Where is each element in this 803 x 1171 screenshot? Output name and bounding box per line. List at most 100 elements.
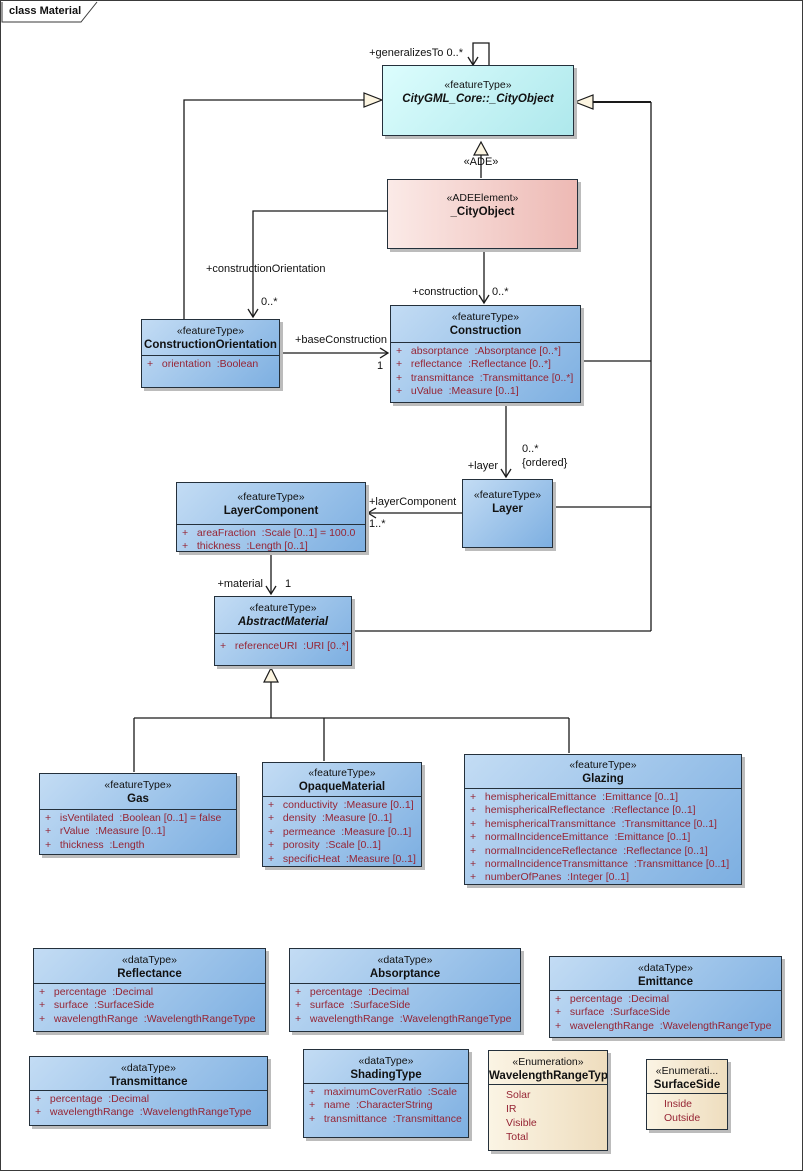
class-name: Absorptance xyxy=(369,968,441,980)
class-header: «dataType» ShadingType xyxy=(304,1050,468,1083)
edge-label-layer-component: +layerComponent xyxy=(369,496,457,508)
attribute-row: + percentage :Decimal xyxy=(295,986,410,998)
class-name: SurfaceSide xyxy=(653,1079,721,1091)
material-subclass-tree-line xyxy=(133,682,570,772)
edge-multiplicity-material: 1 xyxy=(285,578,292,590)
attribute-row: + specificHeat :Measure [0..1] xyxy=(268,852,416,865)
construction-orientation-generalization-line xyxy=(183,99,364,319)
stereotype-label: «dataType» xyxy=(121,1062,176,1074)
class-box-opaque-material[interactable]: «featureType» OpaqueMaterial + conductiv… xyxy=(262,762,422,867)
attribute-compartment: + orientation :Boolean xyxy=(142,355,279,371)
attribute-row: + wavelengthRange :WavelengthRangeType xyxy=(295,1012,512,1025)
class-box-construction[interactable]: «featureType» Construction + absorptance… xyxy=(390,305,581,403)
enum-value: Solar xyxy=(506,1089,531,1101)
attribute-row: + wavelengthRange :WavelengthRangeType xyxy=(35,1106,252,1119)
diagram-title-tab: class Material xyxy=(9,5,82,17)
enum-value: Outside xyxy=(664,1112,701,1124)
attribute-row: + rValue :Measure [0..1] xyxy=(45,825,166,838)
class-box-citygml-core-cityobject[interactable]: «featureType» CityGML_Core::_CityObject xyxy=(382,65,574,136)
class-header: «ADEElement» _CityObject xyxy=(388,180,577,220)
frame-tab-shape xyxy=(1,1,98,23)
class-name: Reflectance xyxy=(117,968,182,980)
class-name: Layer xyxy=(492,503,523,515)
attribute-row: + surface :SurfaceSide xyxy=(555,1006,671,1019)
edge-multiplicity-construction: 0..* xyxy=(492,286,509,298)
edge-multiplicity-construction-orientation: 0..* xyxy=(261,296,278,308)
attribute-row: + absorptance :Absorptance [0..*] xyxy=(396,345,561,357)
stereotype-label: «dataType» xyxy=(358,1055,414,1067)
class-box-layer[interactable]: «featureType» Layer xyxy=(462,479,553,548)
edge-label-ade: «ADE» xyxy=(463,156,499,168)
generalization-triangle-icon xyxy=(472,140,490,156)
stereotype-label: «featureType» xyxy=(249,602,317,614)
edge-constraint-layer-ordered: {ordered} xyxy=(522,457,568,469)
stereotype-label: «featureType» xyxy=(451,311,520,323)
class-box-reflectance[interactable]: «dataType» Reflectance + percentage :Dec… xyxy=(33,948,266,1032)
stereotype-label: «featureType» xyxy=(444,79,512,91)
class-box-gas[interactable]: «featureType» Gas + isVentilated :Boolea… xyxy=(39,773,237,855)
edge-multiplicity-layer-component: 1..* xyxy=(369,518,386,530)
class-name: CityGML_Core::_CityObject xyxy=(402,93,554,105)
class-header: «dataType» Reflectance xyxy=(34,949,265,983)
class-name: OpaqueMaterial xyxy=(298,781,386,793)
attribute-compartment: + percentage :Decimal + surface :Surface… xyxy=(550,990,781,1033)
class-box-shading-type[interactable]: «dataType» ShadingType + maximumCoverRat… xyxy=(303,1049,469,1138)
attribute-row: + isVentilated :Boolean [0..1] = false xyxy=(45,812,222,824)
stereotype-label: «dataType» xyxy=(122,954,177,966)
enum-value: Visible xyxy=(506,1117,537,1129)
class-box-glazing[interactable]: «featureType» Glazing + hemisphericalEmi… xyxy=(464,754,742,885)
stereotype-label: «featureType» xyxy=(237,491,305,503)
attribute-row: + thickness :Length [0..1] xyxy=(182,540,308,553)
stereotype-label: «dataType» xyxy=(638,962,693,974)
class-header: «dataType» Emittance xyxy=(550,957,781,990)
class-box-abstract-material[interactable]: «featureType» AbstractMaterial + referen… xyxy=(214,596,352,666)
class-name: LayerComponent xyxy=(223,505,319,517)
enum-value: IR xyxy=(506,1103,517,1115)
class-box-construction-orientation[interactable]: «featureType» ConstructionOrientation + … xyxy=(141,319,280,388)
class-box-layer-component[interactable]: «featureType» LayerComponent + areaFract… xyxy=(176,482,366,552)
class-header: «featureType» Layer xyxy=(463,480,552,517)
class-header: «dataType» Transmittance xyxy=(30,1057,267,1090)
attribute-row: + transmittance :Transmittance [0..*] xyxy=(396,371,574,384)
class-box-ade-cityobject[interactable]: «ADEElement» _CityObject xyxy=(387,179,578,249)
arrow-v-icon xyxy=(500,468,512,479)
class-header: «featureType» AbstractMaterial xyxy=(215,597,351,633)
edge-label-generalizes-to: +generalizesTo 0..* xyxy=(369,47,463,59)
class-name: Gas xyxy=(127,793,149,805)
class-name: _CityObject xyxy=(450,206,515,218)
class-name: AbstractMaterial xyxy=(237,616,329,628)
attribute-row: + percentage :Decimal xyxy=(555,993,670,1005)
class-box-emittance[interactable]: «dataType» Emittance + percentage :Decim… xyxy=(549,956,782,1038)
class-name: Emittance xyxy=(638,976,693,988)
class-header: «featureType» OpaqueMaterial xyxy=(263,763,421,796)
arrow-v-icon xyxy=(265,585,277,596)
edge-label-construction: +construction xyxy=(412,286,478,298)
attribute-row: + percentage :Decimal xyxy=(39,986,154,998)
attribute-row: + referenceURI :URI [0..*] xyxy=(220,640,349,652)
enumeration-box-surface-side[interactable]: «Enumerati... SurfaceSide Inside Outside xyxy=(646,1059,728,1130)
stereotype-label: «dataType» xyxy=(377,954,433,966)
class-header: «featureType» Construction xyxy=(391,306,580,342)
attribute-row: + permeance :Measure [0..1] xyxy=(268,825,412,838)
edge-label-layer: +layer xyxy=(467,460,498,472)
arrow-v-icon xyxy=(478,294,490,305)
attribute-compartment: + absorptance :Absorptance [0..*] + refl… xyxy=(391,342,580,399)
attribute-compartment: + referenceURI :URI [0..*] xyxy=(215,633,351,653)
attribute-row: + areaFraction :Scale [0..1] = 100.0 xyxy=(182,527,356,539)
attribute-compartment: + percentage :Decimal + surface :Surface… xyxy=(34,983,265,1026)
stereotype-label: «ADEElement» xyxy=(446,192,519,204)
attribute-row: + maximumCoverRatio :Scale xyxy=(309,1086,457,1098)
attribute-row: + orientation :Boolean xyxy=(147,358,259,370)
class-box-transmittance[interactable]: «dataType» Transmittance + percentage :D… xyxy=(29,1056,268,1126)
attribute-row: + hemisphericalTransmittance :Transmitta… xyxy=(470,817,717,830)
class-name: Glazing xyxy=(582,773,624,785)
class-header: «dataType» Absorptance xyxy=(290,949,520,983)
stereotype-label: «featureType» xyxy=(473,489,542,501)
class-header: «Enumerati... SurfaceSide xyxy=(647,1060,727,1093)
arrow-v-icon xyxy=(366,507,377,519)
attribute-row: + reflectance :Reflectance [0..*] xyxy=(396,358,551,371)
enumeration-box-wavelength-range-type[interactable]: «Enumeration» WavelengthRangeType Solar … xyxy=(488,1050,608,1151)
class-header: «featureType» LayerComponent xyxy=(177,483,365,524)
class-box-absorptance[interactable]: «dataType» Absorptance + percentage :Dec… xyxy=(289,948,521,1032)
